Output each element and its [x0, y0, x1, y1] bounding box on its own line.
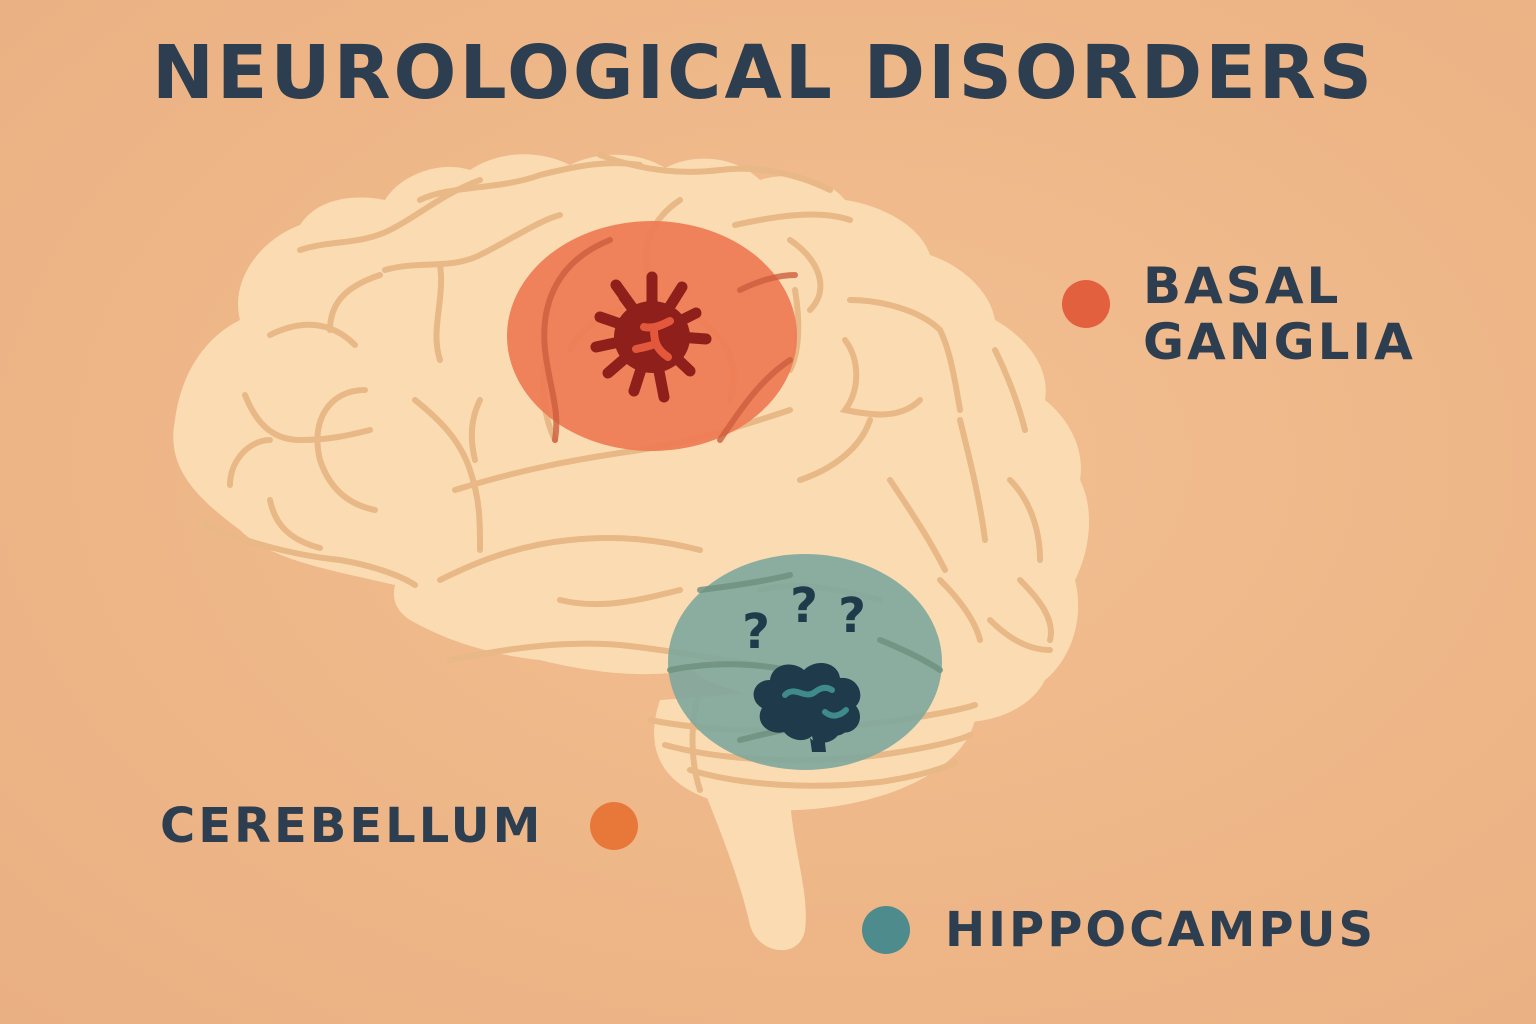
svg-text:?: ? [838, 588, 866, 644]
question-marks-icon: ? ? ? [742, 578, 866, 660]
basal-ganglia-label-line1: BASAL [1143, 257, 1342, 315]
hippocampus-dot-icon [862, 906, 910, 954]
svg-text:?: ? [742, 604, 770, 660]
svg-text:?: ? [790, 578, 818, 634]
basal-ganglia-label: BASAL GANGLIA [1143, 258, 1416, 370]
cerebellum-label: CEREBELLUM [160, 798, 544, 854]
virus-lesion-icon [590, 271, 712, 403]
cerebellum-dot-icon [590, 802, 638, 850]
memory-region-highlight [668, 554, 942, 770]
page-title: NEUROLOGICAL DISORDERS [152, 30, 1376, 116]
confused-brain-icon [753, 663, 861, 752]
basal-ganglia-dot-icon [1062, 280, 1110, 328]
hippocampus-label: HIPPOCAMPUS [945, 902, 1377, 958]
basal-ganglia-label-line2: GANGLIA [1143, 313, 1416, 371]
brain-stem [700, 780, 806, 951]
